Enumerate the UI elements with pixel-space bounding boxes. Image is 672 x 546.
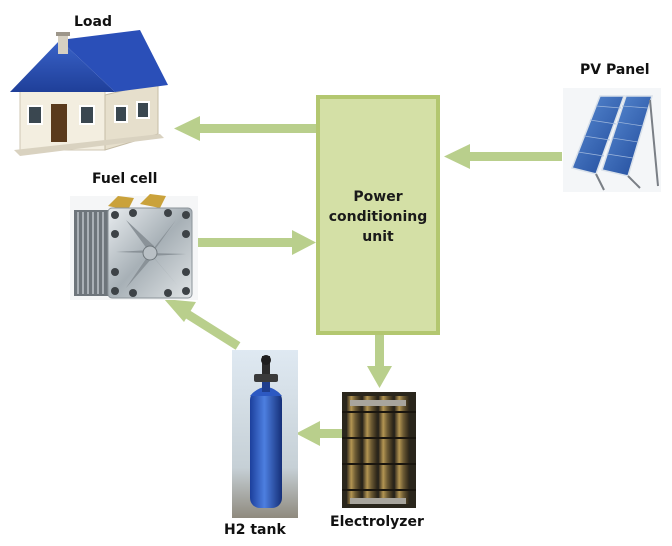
power-conditioning-unit-box: Power conditioning unit (316, 95, 440, 335)
gas-cylinder-icon (232, 350, 298, 518)
fuel-cell-label: Fuel cell (92, 171, 158, 187)
pv-panel-label: PV Panel (580, 62, 650, 78)
solar-panel-icon (563, 88, 661, 192)
electrolyzer-label: Electrolyzer (330, 514, 424, 530)
h2-tank-label: H2 tank (224, 522, 286, 538)
power-conditioning-unit-label: Power conditioning unit (320, 187, 436, 247)
pcu-label-line-1: Power (353, 189, 403, 205)
fuel-cell-stack-icon (70, 194, 198, 300)
pcu-label-line-3: unit (362, 229, 394, 245)
load-label: Load (74, 14, 113, 30)
arrow-fuelcell-to-pcu (196, 230, 316, 255)
arrow-pv-to-pcu (444, 144, 562, 169)
house-icon (10, 30, 168, 156)
arrow-pcu-to-electrolyzer (367, 335, 392, 388)
pcu-label-line-2: conditioning (328, 209, 428, 225)
arrow-electrolyzer-to-h2tank (296, 421, 344, 446)
arrow-h2tank-to-fuelcell (164, 299, 241, 350)
electrolyzer-icon (342, 392, 416, 508)
arrow-pcu-to-load (174, 116, 316, 141)
